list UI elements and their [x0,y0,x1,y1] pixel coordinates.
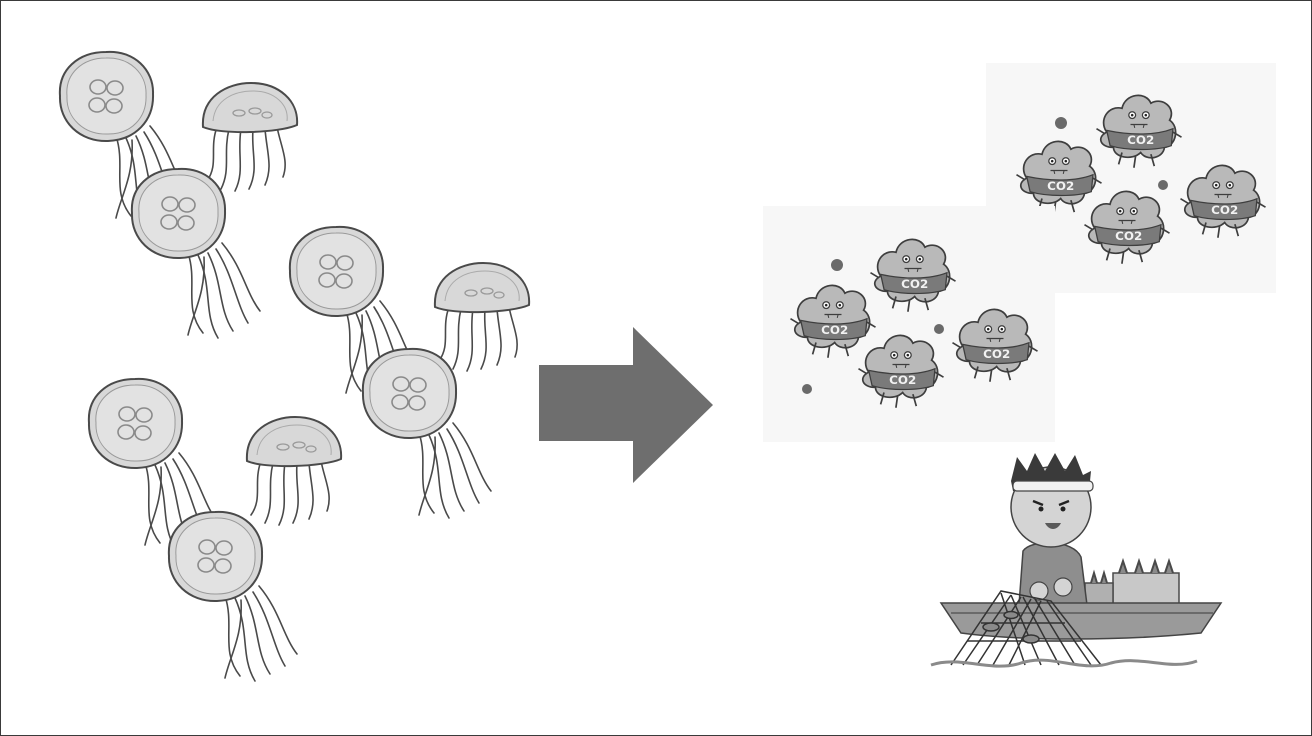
jellyfish-swarm [60,52,529,681]
jellyfish-icon [169,512,297,681]
co2-label: CO2 [821,323,848,337]
co2-label: CO2 [983,347,1010,361]
smoke-puff [1055,117,1067,129]
smoke-puff [831,259,843,271]
jellyfish-icon [132,169,260,338]
smoke-puff [802,384,812,394]
fish-crate [1085,561,1179,607]
jellyfish-icon [363,349,491,518]
jellyfish-icon [435,263,529,371]
boat-icon [941,603,1221,639]
jellyfish-icon [203,83,297,191]
smoke-puff [934,324,944,334]
co2-cloud-group-lower: CO2 CO2 CO2 CO2 [763,206,1055,442]
fisherman-scene [931,453,1221,666]
co2-label: CO2 [1047,179,1074,193]
fisherman-icon [1011,453,1093,605]
jellyfish-icon [247,417,341,525]
co2-label: CO2 [1127,133,1154,147]
co2-label: CO2 [1211,203,1238,217]
co2-label: CO2 [1115,229,1142,243]
co2-label: CO2 [901,277,928,291]
water-wave [931,660,1197,666]
co2-label: CO2 [889,373,916,387]
right-arrow-icon [539,327,713,483]
smoke-puff [1158,180,1168,190]
